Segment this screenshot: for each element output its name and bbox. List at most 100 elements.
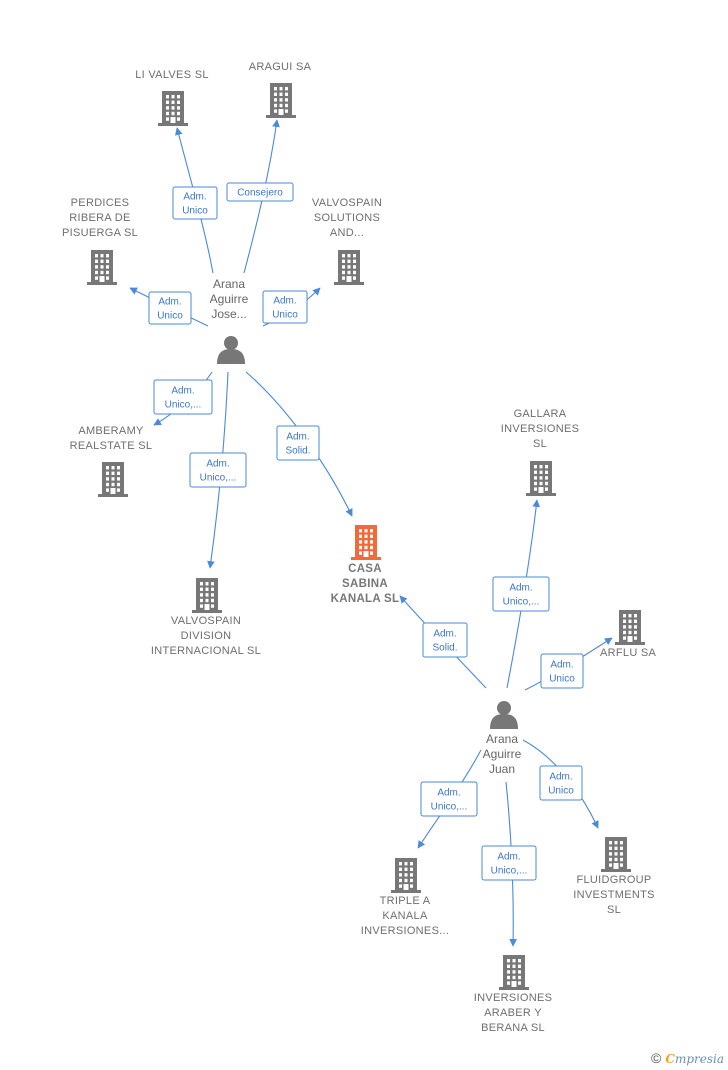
person-head: [497, 701, 511, 715]
building-window: [166, 106, 169, 110]
building-window: [111, 482, 115, 487]
company-label: ARFLU SA: [600, 647, 657, 659]
edge-label-text: Adm.: [171, 386, 194, 397]
building-window: [347, 259, 351, 263]
company-label: SABINA: [342, 578, 388, 590]
empresia-brand[interactable]: ©Cmpresia: [651, 1050, 724, 1066]
company-node-livalves[interactable]: LI VALVES SL: [135, 69, 209, 126]
edge-label-text: Unico: [549, 674, 575, 685]
person-label: Aguirre: [483, 747, 522, 761]
company-node-triplea[interactable]: TRIPLE AKANALAINVERSIONES...: [361, 858, 450, 937]
edge-label-text: Adm.: [509, 583, 532, 594]
edge-label-text: Unico: [182, 206, 208, 217]
edge-label-juan-araber[interactable]: Adm.Unico,...: [481, 845, 537, 881]
building-window: [359, 551, 362, 555]
building-window: [534, 470, 537, 474]
building-window: [614, 846, 618, 850]
company-label: SOLUTIONS: [314, 212, 380, 224]
building-window: [370, 540, 373, 544]
building-window: [534, 465, 537, 469]
edge-label-jose-perdices[interactable]: Adm.Unico: [148, 291, 192, 325]
person-node-jose[interactable]: AranaAguirreJose...: [210, 277, 249, 364]
building-window: [211, 582, 214, 586]
person-label: Aguirre: [210, 292, 249, 306]
building-window: [342, 254, 345, 258]
company-label: INVESTMENTS: [573, 889, 655, 901]
building-base: [87, 282, 117, 285]
building-window: [177, 111, 180, 116]
building-window: [359, 529, 362, 533]
edge-label-juan-triplea[interactable]: Adm.Unico,...: [420, 781, 478, 817]
building-window: [279, 98, 283, 102]
building-window: [399, 878, 402, 883]
edge-label-jose-amberamy[interactable]: Adm.Unico,...: [153, 379, 213, 415]
building-window: [364, 529, 368, 533]
edge-label-juan-casa[interactable]: Adm.Solid.: [422, 622, 468, 658]
edge-label-box: [540, 653, 584, 689]
building-window: [614, 857, 618, 862]
edge-label-jose-valvospain_sol[interactable]: Adm.Unico: [262, 290, 308, 324]
building-door: [363, 551, 369, 557]
building-base: [391, 890, 421, 893]
building-window: [518, 975, 521, 980]
building-window: [285, 103, 288, 108]
building-window: [171, 111, 175, 116]
edge-label-text: Adm.: [549, 772, 572, 783]
building-door: [99, 276, 105, 282]
edge-label-text: Adm.: [433, 629, 456, 640]
edge-label-text: Adm.: [286, 432, 309, 443]
building-window: [507, 975, 510, 980]
edge-label-juan-gallara[interactable]: Adm. Unico,...: [492, 576, 550, 612]
building-window: [205, 582, 209, 586]
building-window: [205, 587, 209, 591]
building-window: [342, 265, 345, 269]
building-window: [274, 103, 277, 108]
building-window: [200, 604, 203, 608]
edge-label-jose-aragui[interactable]: Consejero: [226, 182, 294, 202]
brand-name: mpresia: [674, 1052, 724, 1066]
brand-initial: C: [665, 1052, 675, 1066]
building-window: [410, 867, 413, 871]
building-window: [353, 270, 356, 275]
building-window: [342, 259, 345, 263]
company-node-aragui[interactable]: ARAGUI SA: [249, 61, 312, 118]
building-window: [364, 545, 368, 550]
edge-label-jose-valvospain_div[interactable]: Adm.Unico,...: [189, 452, 247, 488]
edge-label-juan-fluidgroup[interactable]: Adm.Unico: [539, 765, 583, 801]
building-door: [110, 488, 116, 494]
company-label: BERANA SL: [481, 1022, 545, 1034]
company-label: ARAGUI SA: [249, 61, 312, 73]
building-window: [106, 265, 109, 269]
company-node-arflu[interactable]: ARFLU SA: [600, 610, 657, 659]
edge-label-jose-casa[interactable]: Adm.Solid.: [276, 425, 320, 461]
building-door: [511, 981, 517, 987]
building-window: [404, 873, 408, 877]
building-window: [106, 477, 109, 481]
company-label: PERDICES: [71, 197, 130, 209]
building-window: [364, 540, 368, 544]
building-window: [609, 857, 612, 862]
edge-label-text: Unico,...: [491, 866, 528, 877]
building-window: [200, 598, 203, 603]
building-window: [95, 254, 98, 258]
building-window: [171, 100, 175, 104]
building-window: [279, 87, 283, 91]
building-window: [628, 625, 632, 629]
building-window: [634, 619, 637, 623]
building-window: [205, 598, 209, 603]
edge-label-jose-livalves[interactable]: Adm.Unico: [172, 186, 218, 220]
edge-label-juan-arflu[interactable]: Adm.Unico: [540, 653, 584, 689]
building-window: [399, 867, 402, 871]
company-node-valvospain_sol[interactable]: VALVOSPAINSOLUTIONSAND...: [312, 197, 382, 285]
edge-label-text: Unico,...: [503, 597, 540, 608]
building-window: [100, 270, 104, 275]
building-door: [627, 636, 633, 642]
